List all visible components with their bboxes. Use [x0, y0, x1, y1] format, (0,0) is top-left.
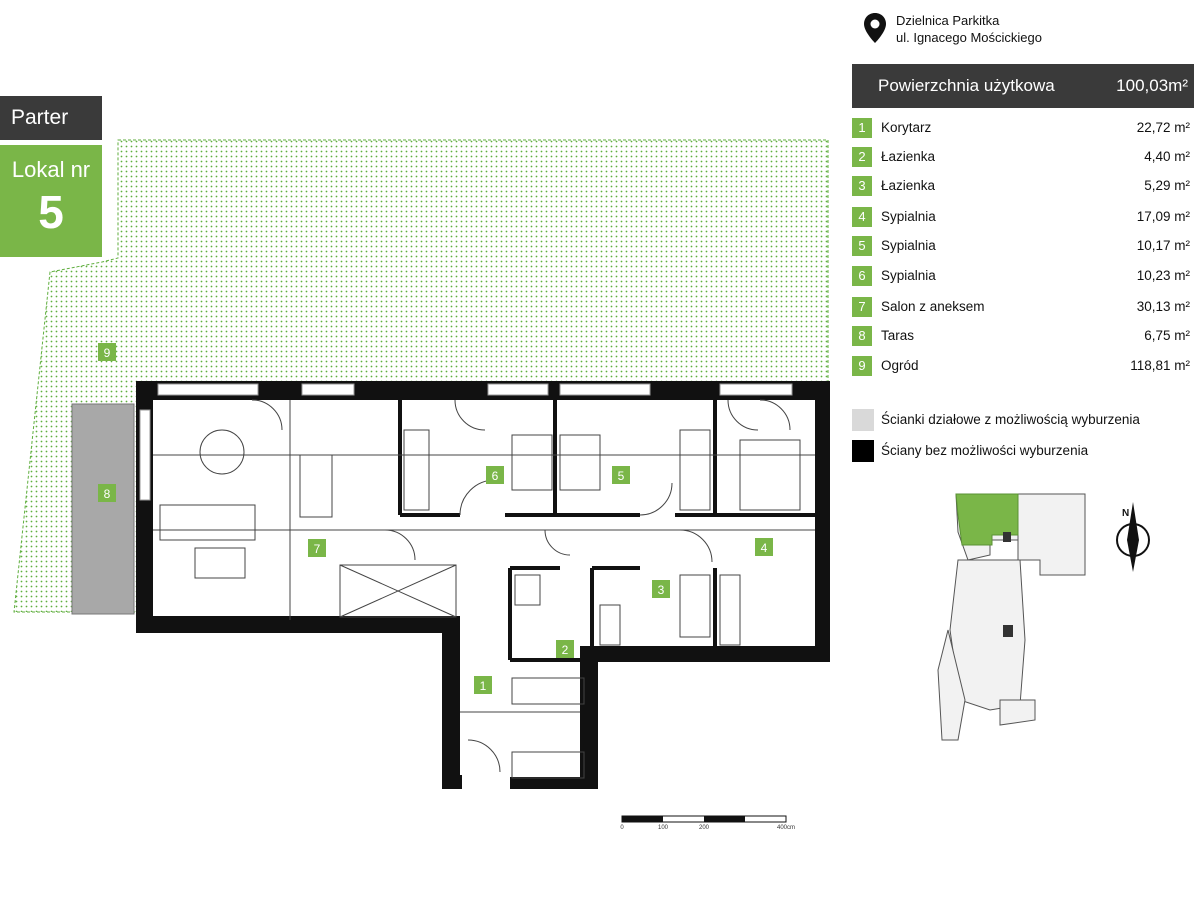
- room-number: 4: [852, 207, 872, 227]
- legend-swatch-light: [852, 409, 874, 431]
- marker-6: 6: [492, 469, 499, 483]
- room-row: 6 Sypialnia 10,23 m²: [852, 265, 1190, 287]
- scale-bar: [621, 815, 787, 823]
- room-name: Korytarz: [881, 120, 932, 135]
- marker-2: 2: [562, 643, 569, 657]
- usable-area-header: Powierzchnia użytkowa 100,03m²: [852, 64, 1194, 108]
- floor-badge: Parter: [0, 96, 102, 140]
- room-area: 6,75 m²: [1144, 328, 1190, 343]
- room-row: 9 Ogród 118,81 m²: [852, 355, 1190, 377]
- room-area: 10,23 m²: [1136, 268, 1190, 283]
- room-number: 8: [852, 326, 872, 346]
- room-name: Sypialnia: [881, 209, 936, 224]
- unit-badge: Lokal nr 5: [0, 145, 102, 257]
- legend-swatch-dark: [852, 440, 874, 462]
- doors: [251, 399, 791, 773]
- marker-1: 1: [480, 679, 487, 693]
- room-name: Salon z aneksem: [881, 299, 985, 314]
- windows: [139, 383, 793, 501]
- room-number: 3: [852, 176, 872, 196]
- room-row: 5 Sypialnia 10,17 m²: [852, 235, 1190, 257]
- room-number: 2: [852, 147, 872, 167]
- location-pin-icon: [864, 13, 886, 43]
- room-row: 8 Taras 6,75 m²: [852, 325, 1190, 347]
- room-row: 3 Łazienka 5,29 m²: [852, 175, 1190, 197]
- marker-9: 9: [104, 346, 111, 360]
- room-area: 22,72 m²: [1136, 120, 1190, 135]
- usable-area-value: 100,03m²: [1116, 76, 1188, 95]
- scale-tick: 400cm: [777, 825, 795, 831]
- usable-area-label: Powierzchnia użytkowa: [878, 76, 1055, 95]
- room-name: Sypialnia: [881, 238, 936, 253]
- room-number: 9: [852, 356, 872, 376]
- room-number: 7: [852, 297, 872, 317]
- room-number: 1: [852, 118, 872, 138]
- partition-lines: [153, 400, 815, 779]
- room-area: 30,13 m²: [1136, 299, 1190, 314]
- room-row: 1 Korytarz 22,72 m²: [852, 117, 1190, 139]
- room-area: 118,81 m²: [1130, 358, 1190, 373]
- marker-8: 8: [104, 487, 111, 501]
- room-name: Taras: [881, 328, 915, 343]
- garden-area: [13, 139, 829, 613]
- room-area: 5,29 m²: [1144, 178, 1190, 193]
- unit-location-highlight: [955, 493, 1019, 546]
- unit-number: 5: [38, 186, 64, 238]
- location: Dzielnica Parkitka ul. Ignacego Mościcki…: [862, 12, 1042, 46]
- room-row: 7 Salon z aneksem 30,13 m²: [852, 296, 1190, 318]
- marker-5: 5: [618, 469, 625, 483]
- location-street: ul. Ignacego Mościckiego: [896, 30, 1042, 45]
- terrace-area: [71, 403, 135, 615]
- compass-label: N: [1122, 508, 1129, 519]
- scale-tick: 100: [658, 825, 669, 831]
- room-name: Łazienka: [881, 178, 936, 193]
- compass-icon: [1116, 502, 1150, 572]
- room-area: 4,40 m²: [1144, 149, 1190, 164]
- room-row: 4 Sypialnia 17,09 m²: [852, 206, 1190, 228]
- room-number: 5: [852, 236, 872, 256]
- room-area: 17,09 m²: [1136, 209, 1190, 224]
- room-number: 6: [852, 266, 872, 286]
- room-markers: [98, 343, 773, 694]
- room-row: 2 Łazienka 4,40 m²: [852, 146, 1190, 168]
- room-name: Łazienka: [881, 149, 936, 164]
- room-area: 10,17 m²: [1136, 238, 1190, 253]
- marker-3: 3: [658, 583, 665, 597]
- interior-walls: [398, 400, 815, 662]
- scale-tick: 0: [620, 825, 624, 831]
- structural-walls: [136, 381, 830, 789]
- room-name: Sypialnia: [881, 268, 936, 283]
- unit-label: Lokal nr: [11, 157, 91, 182]
- location-district: Dzielnica Parkitka: [896, 13, 1000, 28]
- room-name: Ogród: [881, 358, 919, 373]
- marker-7: 7: [314, 542, 321, 556]
- legend-text: Ścianki działowe z możliwością wyburzeni…: [881, 412, 1140, 427]
- scale-tick: 200: [699, 825, 710, 831]
- minimap-details: [1003, 532, 1013, 637]
- marker-4: 4: [761, 541, 768, 555]
- legend-text: Ściany bez możliwości wyburzenia: [881, 443, 1089, 458]
